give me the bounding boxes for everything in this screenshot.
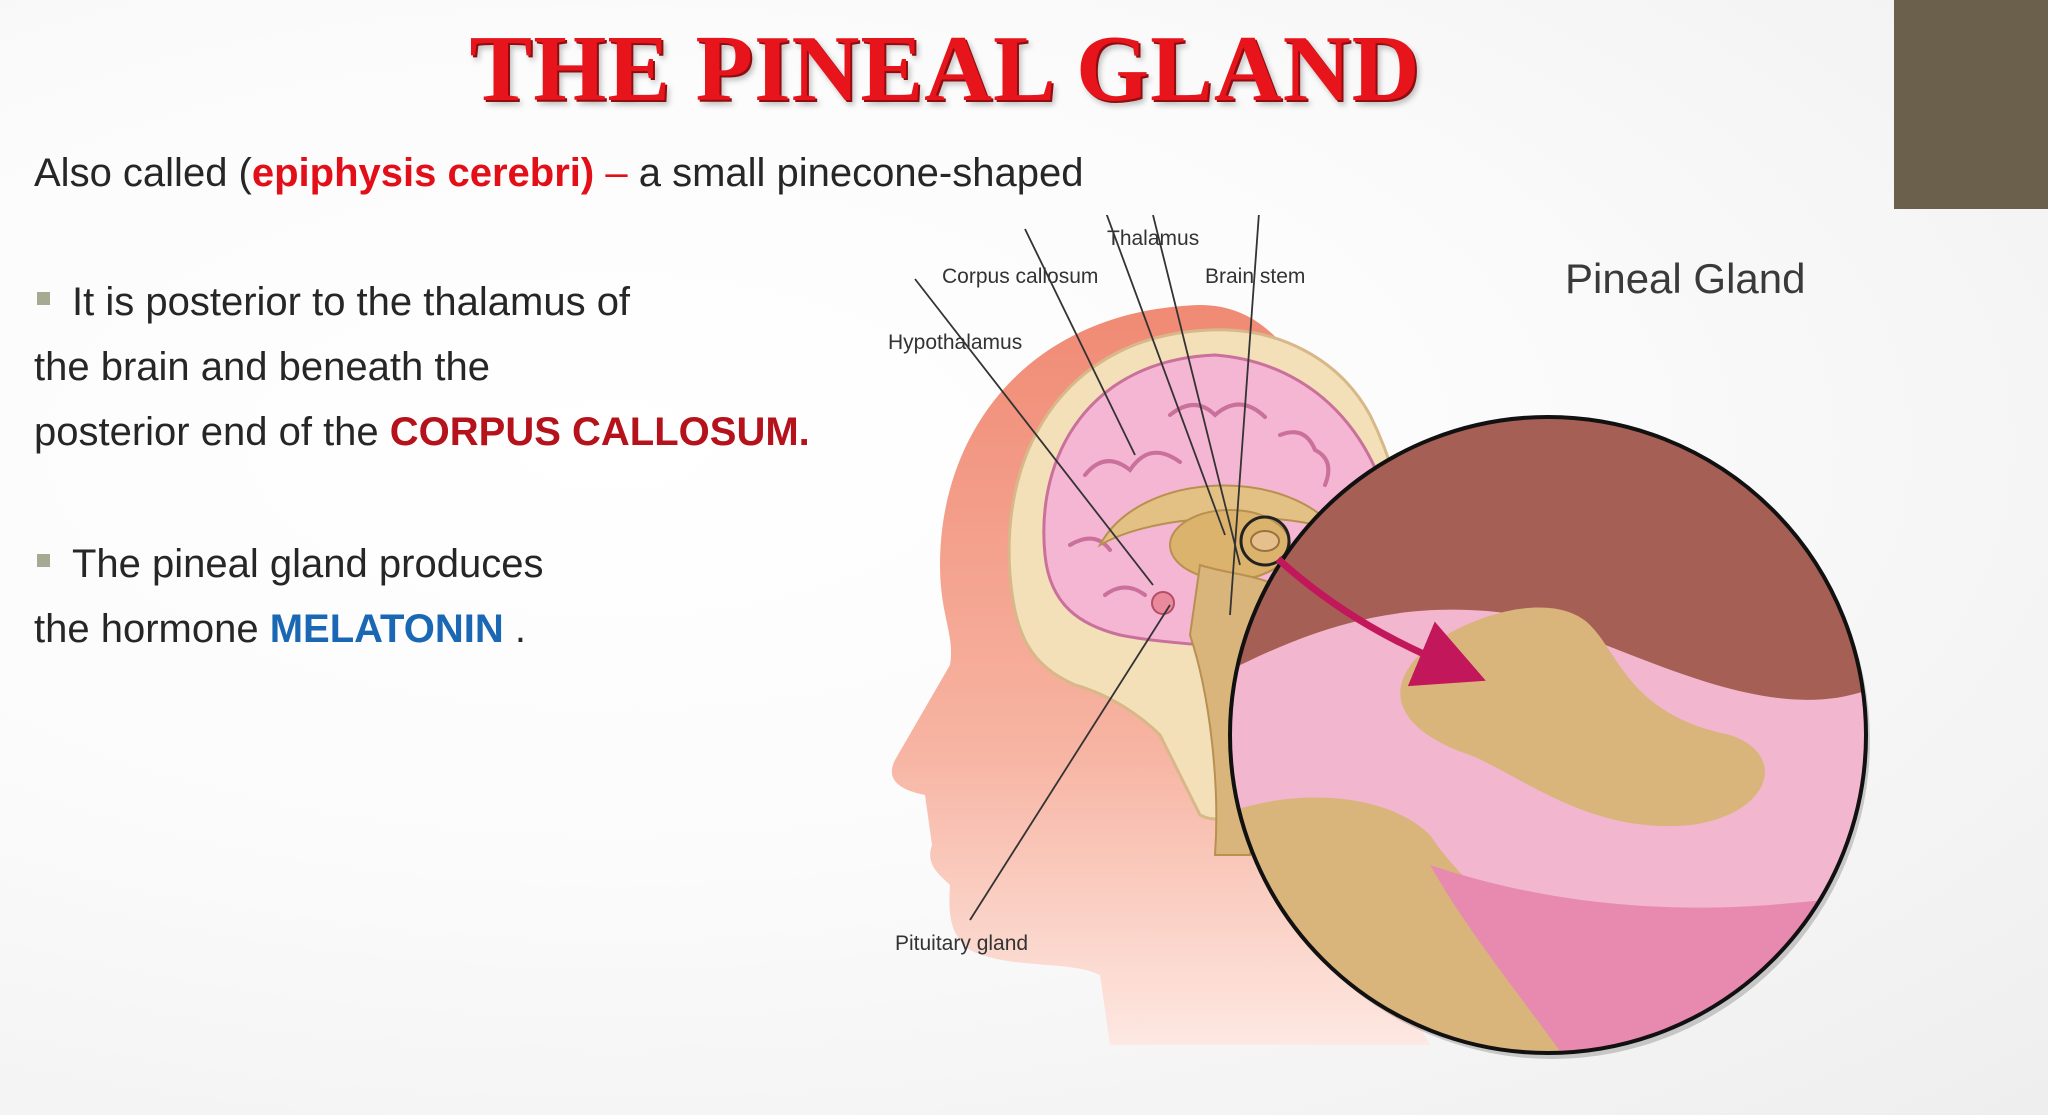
label-thalamus: Thalamus [1107, 227, 1199, 250]
intro-suffix: a small pinecone-shaped [638, 151, 1084, 195]
intro-line: Also called (epiphysis cerebri) – a smal… [34, 148, 1083, 198]
label-hypothalamus: Hypothalamus [888, 331, 1022, 354]
intro-term: epiphysis cerebri) [251, 151, 595, 195]
pineal-gland-diagram: Thalamus Corpus callosum Brain stem Hypo… [888, 215, 1870, 1059]
pineal-highlight-circle [1239, 515, 1291, 567]
melatonin-highlight: MELATONIN [269, 607, 504, 651]
label-pituitary-gland: Pituitary gland [895, 932, 1028, 955]
pineal-small-shape [1250, 530, 1280, 552]
bullet-posterior: It is posterior to the thalamus of the b… [34, 270, 810, 465]
label-brain-stem: Brain stem [1205, 265, 1305, 288]
bullet-line: the hormone MELATONIN . [34, 607, 526, 651]
pituitary-shape [1151, 591, 1175, 615]
corpus-callosum-highlight: CORPUS CALLOSUM. [389, 410, 810, 454]
bullet-line: the brain and beneath the [34, 345, 490, 389]
bullet-line: The pineal gland produces [34, 532, 543, 597]
corner-accent-block [1894, 0, 2048, 209]
bullet-line: It is posterior to the thalamus of [34, 270, 810, 335]
bullet-line: posterior end of the CORPUS CALLOSUM. [34, 410, 810, 454]
zoom-arrow [1275, 556, 1486, 687]
intro-prefix: Also called ( [34, 151, 252, 195]
label-pineal-gland: Pineal Gland [1565, 255, 1806, 302]
bullet-melatonin: The pineal gland produces the hormone ME… [34, 532, 543, 662]
intro-dash: – [594, 151, 639, 195]
label-corpus-callosum: Corpus callosum [942, 265, 1098, 288]
pineal-zoom-view [1228, 415, 1870, 1059]
bullet-square-icon [37, 554, 50, 567]
leader-lines [914, 215, 1260, 921]
slide-title: THE PINEAL GLAND [469, 17, 1421, 121]
bullet-square-icon [37, 292, 50, 305]
